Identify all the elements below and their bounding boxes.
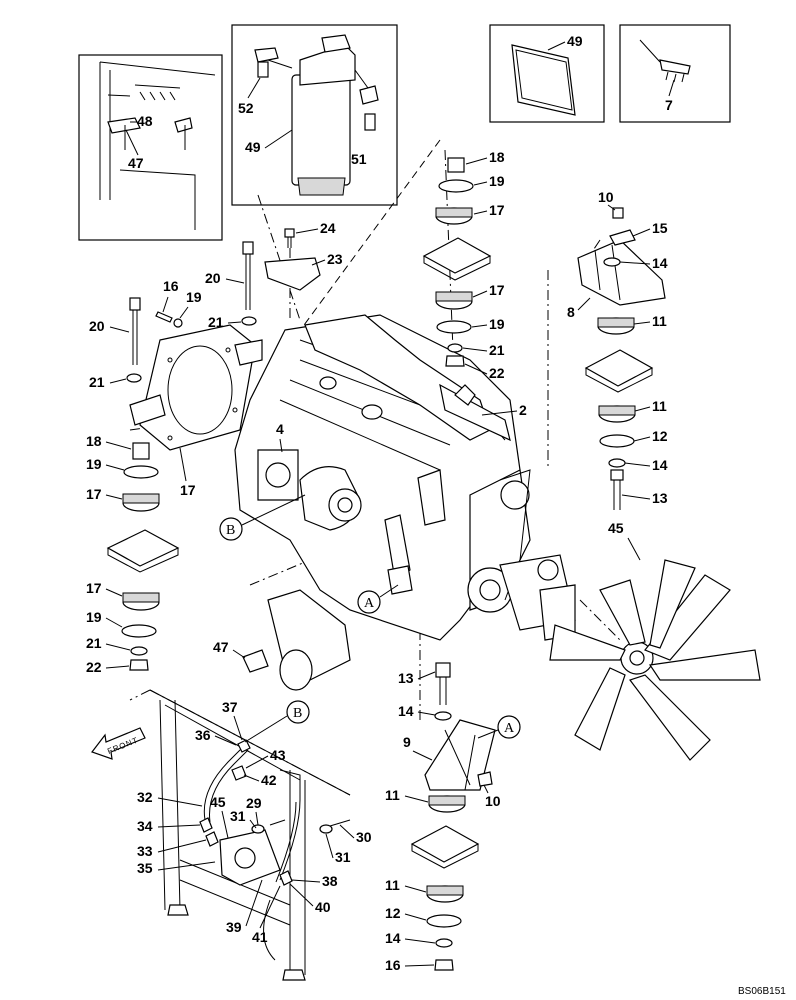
label-23-b: 20 bbox=[89, 318, 105, 334]
label-20-left-b: 17 bbox=[86, 580, 102, 596]
inset-part-43 bbox=[489, 24, 605, 123]
label-26: 23 bbox=[327, 251, 343, 267]
label-21-top: 18 bbox=[489, 149, 505, 165]
label-32: 33 bbox=[137, 843, 153, 859]
label-7: 7 bbox=[665, 97, 673, 113]
label-24-a: 21 bbox=[208, 314, 224, 330]
label-31: 32 bbox=[137, 789, 153, 805]
label-47-text: 47 bbox=[213, 639, 229, 655]
label-41: 42 bbox=[261, 772, 277, 788]
label-15: 15 bbox=[652, 220, 668, 236]
label-33: 34 bbox=[137, 818, 153, 834]
label-30-b: 31 bbox=[335, 849, 351, 865]
part-47 bbox=[242, 589, 351, 691]
label-11-right-a: 11 bbox=[652, 313, 667, 329]
label-12-lower: 12 bbox=[385, 905, 401, 921]
inset-bracket-46-48 bbox=[78, 54, 223, 241]
label-24-mid: 21 bbox=[489, 342, 505, 358]
label-11-right-b: 11 bbox=[652, 398, 667, 414]
label-20-left-a: 17 bbox=[86, 486, 102, 502]
label-2: 2 bbox=[519, 402, 527, 418]
label-14-right-a: 14 bbox=[652, 255, 668, 271]
callout-b-engine: B bbox=[226, 523, 235, 538]
label-22-left-b: 19 bbox=[86, 609, 102, 625]
label-14-lower-a: 14 bbox=[398, 703, 414, 719]
bolts-23 bbox=[129, 241, 254, 365]
front-arrow: FRONT bbox=[91, 727, 146, 760]
label-17-text: 17 bbox=[180, 482, 196, 498]
callout-a-engine: A bbox=[364, 596, 375, 611]
label-14-lower-b: 14 bbox=[385, 930, 401, 946]
center-mount-stack bbox=[422, 157, 492, 367]
part-labels: 49 7 52 49 49 52 51 48 47 18 19 17 24 23… bbox=[86, 33, 786, 997]
left-mount-stack bbox=[106, 442, 180, 671]
fan-45 bbox=[549, 559, 761, 761]
label-38: 39 bbox=[226, 919, 242, 935]
label-44: 45 bbox=[210, 794, 226, 810]
label-10-right: 10 bbox=[598, 189, 614, 205]
label-39: 40 bbox=[315, 899, 331, 915]
label-52: 52 bbox=[238, 100, 254, 116]
label-25-mid: 22 bbox=[489, 365, 505, 381]
inset-part-7 bbox=[619, 24, 731, 123]
callout-circles: B A B A bbox=[219, 494, 521, 743]
flywheel-housing-17 bbox=[129, 324, 263, 451]
label-43: 49 bbox=[567, 33, 583, 49]
label-22-top: 19 bbox=[489, 173, 505, 189]
right-mount-stack bbox=[577, 207, 666, 510]
label-29: 30 bbox=[356, 829, 372, 845]
label-34: 35 bbox=[137, 860, 153, 876]
label-12-right: 12 bbox=[652, 428, 668, 444]
label-23-a: 20 bbox=[205, 270, 221, 286]
label-13-right: 13 bbox=[652, 490, 668, 506]
label-46: 47 bbox=[128, 155, 144, 171]
label-24-b: 21 bbox=[89, 374, 105, 390]
label-20-top: 17 bbox=[489, 202, 505, 218]
inset-fuel-filter bbox=[231, 24, 398, 206]
fasteners-upper-left bbox=[126, 228, 321, 383]
lower-right-mount bbox=[410, 662, 496, 971]
label-27: 24 bbox=[320, 220, 336, 236]
label-21-left: 18 bbox=[86, 433, 102, 449]
label-35: 36 bbox=[195, 727, 211, 743]
label-24-left: 21 bbox=[86, 635, 102, 651]
callout-b-lower: B bbox=[293, 706, 302, 721]
label-49-text: 49 bbox=[245, 139, 261, 155]
callout-a-lower: A bbox=[504, 721, 515, 736]
label-11-lower-b: 11 bbox=[385, 877, 400, 893]
label-8: 8 bbox=[567, 304, 575, 320]
label-4: 4 bbox=[276, 421, 284, 437]
label-42: 43 bbox=[270, 747, 286, 763]
label-45-text: 45 bbox=[608, 520, 624, 536]
label-9: 9 bbox=[403, 734, 411, 750]
label-19-text: 19 bbox=[186, 289, 202, 305]
label-13-lower: 13 bbox=[398, 670, 414, 686]
lower-left-assembly bbox=[149, 689, 351, 981]
label-40: 41 bbox=[252, 929, 268, 945]
label-28: 29 bbox=[246, 795, 262, 811]
drawing-code: BS06B151 bbox=[738, 986, 786, 997]
label-37: 38 bbox=[322, 873, 338, 889]
label-18: 16 bbox=[163, 278, 179, 294]
label-48: 48 bbox=[137, 113, 153, 129]
label-20-mid: 17 bbox=[489, 282, 505, 298]
label-25-left: 22 bbox=[86, 659, 102, 675]
label-11-lower-a: 11 bbox=[385, 787, 400, 803]
label-36: 37 bbox=[222, 699, 238, 715]
label-14-right-b: 14 bbox=[652, 457, 668, 473]
label-10-lower: 10 bbox=[485, 793, 501, 809]
label-22-left-a: 19 bbox=[86, 456, 102, 472]
label-16-text: 16 bbox=[385, 957, 401, 973]
engine-assembly bbox=[234, 314, 576, 641]
label-30-a: 31 bbox=[230, 808, 246, 824]
label-22-mid: 19 bbox=[489, 316, 505, 332]
label-51-text: 51 bbox=[351, 151, 367, 167]
